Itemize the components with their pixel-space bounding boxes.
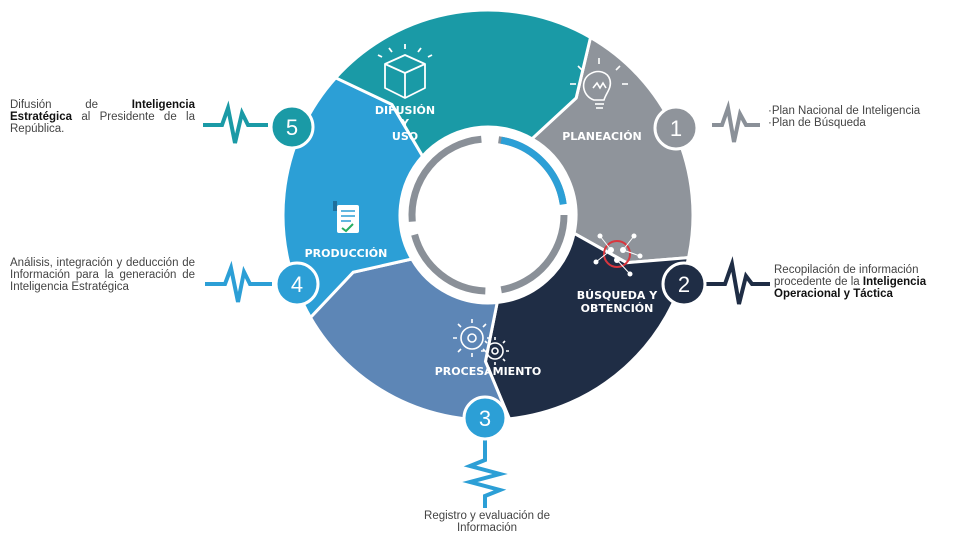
number-badge-3: 3 (462, 395, 508, 441)
description-busqueda-line3: Operacional y Táctica (774, 288, 959, 300)
connector-4 (205, 260, 272, 303)
description-busqueda-line2-bold: Inteligencia (862, 276, 927, 288)
description-busqueda-line3-bold: Operacional y Táctica (774, 288, 893, 300)
description-procesamiento-line2: Información (456, 522, 518, 534)
phase-label-difusion-line1: DIFUSIÓN (375, 104, 435, 117)
description-busqueda-line2-text: procedente de la (774, 276, 863, 288)
description-difusion-bold: Inteligencia Estratégica (10, 99, 195, 123)
box-icon (377, 44, 433, 99)
description-procesamiento: Registro y evaluación de Información (392, 510, 582, 534)
number-2: 2 (678, 272, 690, 297)
number-4: 4 (291, 272, 303, 297)
description-busqueda-line2: procedente de la Inteligencia (774, 276, 959, 288)
people-network-icon (593, 233, 643, 277)
description-difusion-text2: al Presidente de la República. (10, 111, 195, 135)
description-busqueda: Recopilación de información procedente d… (774, 264, 959, 300)
number-badge-2: 2 (661, 261, 707, 307)
phase-label-busqueda-line2: OBTENCIÓN (581, 302, 654, 315)
description-planeacion-line2: ·Plan de Búsqueda (768, 117, 866, 129)
connector-3 (462, 436, 508, 508)
phase-label-procesamiento: PROCESAMIENTO (435, 365, 542, 378)
lightbulb-icon (570, 58, 628, 109)
number-badge-4: 4 (274, 261, 320, 307)
inner-arc-4 (408, 135, 482, 222)
description-procesamiento-line1: Registro y evaluación de (424, 510, 550, 522)
number-3: 3 (479, 406, 491, 431)
description-difusion: Difusión de Inteligencia Estratégica al … (10, 99, 195, 135)
phase-label-produccion: PRODUCCIÓN (305, 247, 388, 260)
cycle-ring (281, 8, 695, 422)
connector-1 (712, 100, 760, 143)
description-planeacion: ·Plan Nacional de Inteligencia ·Plan de … (768, 105, 958, 129)
center-hole (400, 127, 576, 303)
number-1: 1 (670, 116, 682, 141)
number-badge-5: 5 (269, 104, 315, 150)
description-difusion-text1: Difusión de (10, 99, 132, 111)
inner-arc-blue (500, 136, 567, 205)
document-icon (333, 201, 359, 233)
gears-icon (453, 319, 509, 365)
phase-label-difusion-line2: Y (400, 117, 410, 130)
description-busqueda-line1: Recopilación de información (774, 264, 919, 276)
inner-arc-2 (500, 214, 568, 294)
description-produccion: Análisis, integración y deducción de Inf… (10, 257, 195, 293)
number-badge-1: 1 (653, 105, 699, 151)
connector-5 (203, 100, 268, 144)
phase-label-busqueda-line1: BÚSQUEDA Y (577, 289, 659, 302)
inner-arc-3 (411, 233, 486, 295)
phase-label-planeacion: PLANEACIÓN (562, 130, 642, 143)
connector-2 (703, 256, 770, 305)
number-5: 5 (286, 115, 298, 140)
phase-label-difusion-line3: USO (392, 130, 418, 143)
description-planeacion-line1: ·Plan Nacional de Inteligencia (768, 105, 921, 117)
inner-ring (408, 135, 568, 295)
